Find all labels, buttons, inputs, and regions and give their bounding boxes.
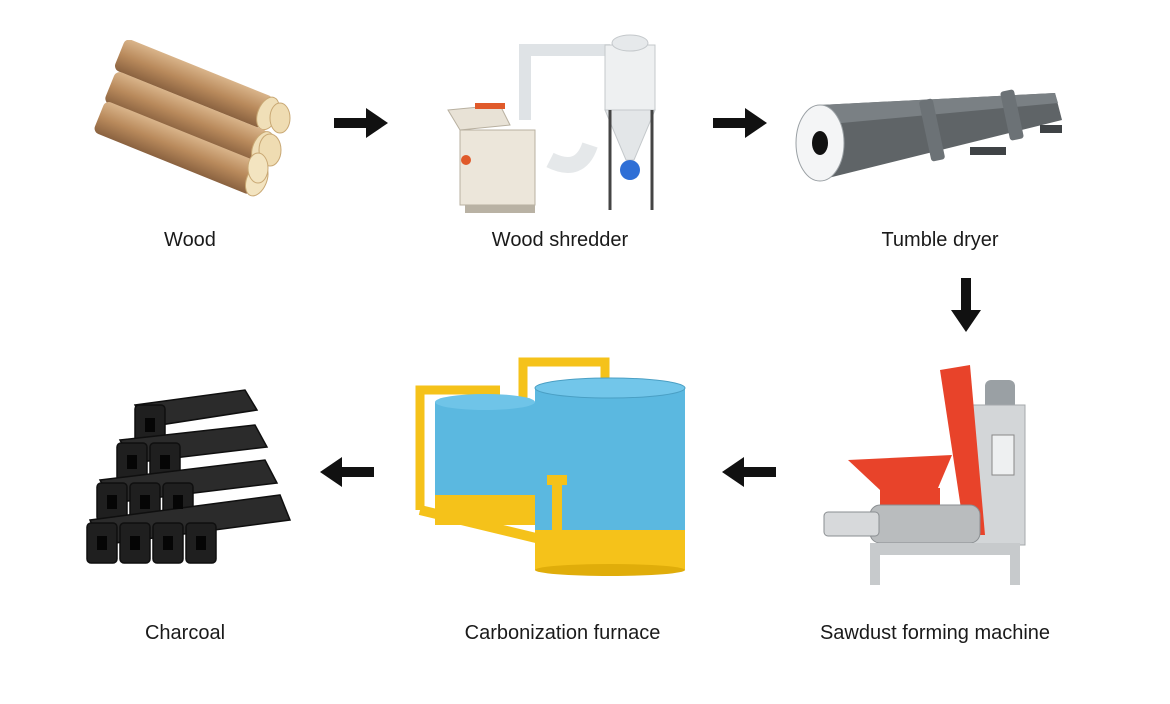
arrow-right-icon <box>713 108 767 138</box>
wood-stage <box>80 40 300 205</box>
arrow-right-icon <box>334 108 388 138</box>
wood-shredder-stage <box>440 25 670 220</box>
arrow-right-2 <box>713 108 767 138</box>
arrow-left-icon <box>722 457 776 487</box>
carbonization-furnace-icon <box>415 357 686 576</box>
step-label-carbonization-furnace: Carbonization furnace <box>464 622 661 644</box>
step-label-wood-shredder: Wood shredder <box>491 229 629 251</box>
sawdust-forming-machine-icon <box>823 365 1026 585</box>
step-label-tumble-dryer: Tumble dryer <box>881 229 999 251</box>
arrow-left-icon <box>320 457 374 487</box>
tumble-dryer-stage <box>790 85 1080 190</box>
wood-logs-icon <box>94 40 291 197</box>
charcoal-stage <box>85 385 295 575</box>
arrow-right-1 <box>334 108 388 138</box>
step-label-wood: Wood <box>164 229 216 251</box>
sawdust-forming-machine-stage <box>820 360 1030 590</box>
arrow-left-2 <box>320 457 374 487</box>
wood-shredder-icon <box>447 34 656 213</box>
arrow-down <box>951 278 981 332</box>
tumble-dryer-icon <box>795 89 1062 182</box>
arrow-left-1 <box>722 457 776 487</box>
arrow-down-icon <box>951 278 981 332</box>
carbonization-furnace-stage <box>405 350 695 580</box>
step-label-sawdust-forming-machine: Sawdust forming machine <box>819 622 1051 644</box>
charcoal-briquettes-icon <box>86 389 292 564</box>
step-label-charcoal: Charcoal <box>144 622 226 644</box>
